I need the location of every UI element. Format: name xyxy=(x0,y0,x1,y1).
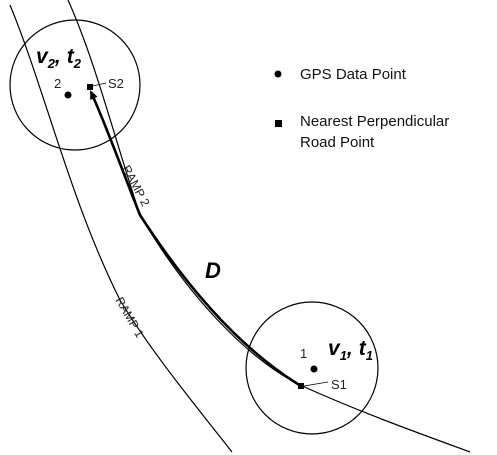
distance-label: D xyxy=(205,258,221,283)
gps-point-1-label: 1 xyxy=(300,346,307,361)
road-point-s1-label: S1 xyxy=(331,377,347,392)
legend-road-point-label-line1: Nearest Perpendicular xyxy=(300,113,449,130)
gps-point-2 xyxy=(64,91,72,99)
legend: GPS Data Point Nearest Perpendicular Roa… xyxy=(274,66,449,151)
s2-leader-line xyxy=(92,82,107,87)
ramp2-curve xyxy=(67,0,471,453)
gps-point-1 xyxy=(310,365,318,373)
gps-radius-circle-1 xyxy=(245,301,379,435)
gps-point-2-label: 2 xyxy=(54,76,61,91)
distance-path xyxy=(89,90,302,388)
legend-road-point-label-line2: Road Point xyxy=(300,134,375,151)
velocity-time-label-2: v2,t2 xyxy=(36,45,82,71)
legend-gps-point-icon xyxy=(274,70,282,78)
road-point-s2 xyxy=(87,84,93,90)
legend-road-point-icon xyxy=(275,120,282,127)
legend-gps-point-label: GPS Data Point xyxy=(300,66,407,83)
s1-leader-line xyxy=(303,381,329,387)
gps-radius-circle-2 xyxy=(9,19,141,151)
road-point-s2-label: S2 xyxy=(108,76,124,91)
road-point-s1 xyxy=(298,383,304,389)
ramp1-label: RAMP 1 xyxy=(112,295,147,341)
velocity-time-label-1: v1,t1 xyxy=(328,337,373,363)
ramp1-curve xyxy=(9,4,233,453)
